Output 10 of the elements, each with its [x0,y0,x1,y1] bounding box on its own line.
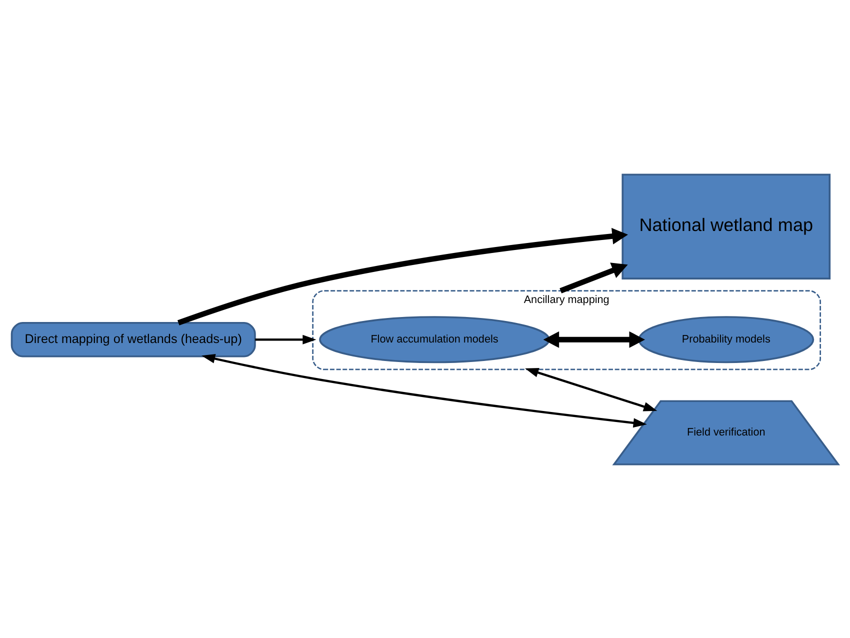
arrow [201,354,647,428]
node-ellipse: Flow accumulation models [319,316,550,363]
arrow [255,334,316,344]
arrow [560,262,628,293]
arrow [177,227,628,325]
node-box: National wetland map [622,173,831,279]
arrow [525,368,658,411]
node-ellipse: Probability models [638,316,814,363]
node-box: Direct mapping of wetlands (heads-up) [10,321,256,357]
arrow [543,330,646,348]
